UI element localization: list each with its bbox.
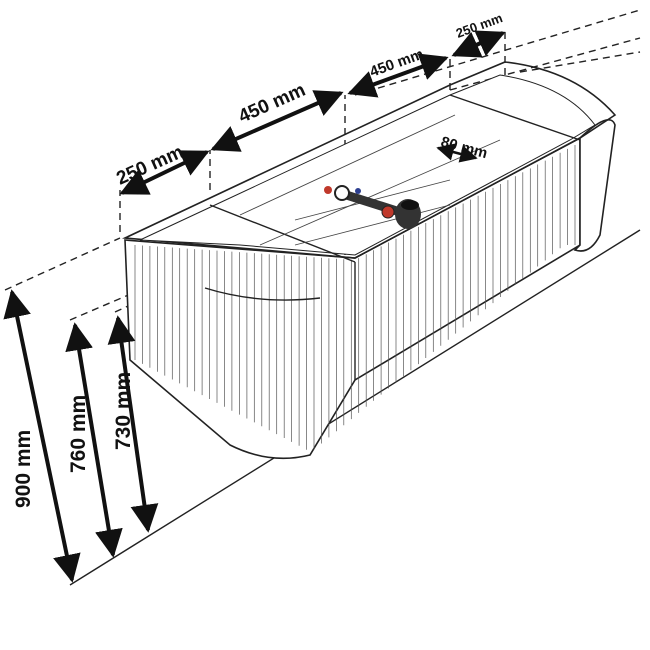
dim-arrow-730 xyxy=(107,315,159,533)
label-450-mid: 450 mm xyxy=(235,80,308,128)
floor-line xyxy=(69,229,641,586)
dim-arrow-80 xyxy=(436,143,478,163)
dim-arrow-250-left xyxy=(119,150,210,195)
dim-arrow-450-mid xyxy=(210,90,344,152)
dim-arrow-450-right xyxy=(347,53,449,98)
label-730: 730 mm xyxy=(112,372,135,450)
drawer-divider-right xyxy=(449,94,581,141)
cold-valve-icon xyxy=(355,188,361,194)
dim-arrow-760 xyxy=(65,322,123,558)
dim-arrow-900 xyxy=(3,289,81,583)
cabinet-left-curve xyxy=(204,287,321,301)
drawer-divider-left xyxy=(209,204,356,263)
cabinet-front-face xyxy=(124,136,581,460)
label-900: 900 mm xyxy=(12,430,35,508)
inner-rail-a xyxy=(239,114,456,216)
dim-arrow-250-end xyxy=(451,30,506,58)
label-760: 760 mm xyxy=(67,395,90,473)
cabinet-inner-rim xyxy=(139,74,596,256)
cabinet-right-end xyxy=(573,119,616,252)
label-250-left: 250 mm xyxy=(113,142,186,190)
dimension-arrows xyxy=(3,30,506,583)
plumbing-fittings xyxy=(324,185,421,229)
hot-valve-icon xyxy=(324,186,332,194)
siphon-cap-icon xyxy=(401,200,419,210)
cabinet-top-rim xyxy=(121,61,617,259)
inner-rail-d xyxy=(294,204,451,246)
red-coupling-icon xyxy=(381,205,395,219)
vanity-cabinet xyxy=(121,61,617,460)
fitting-ring-icon xyxy=(334,185,350,201)
